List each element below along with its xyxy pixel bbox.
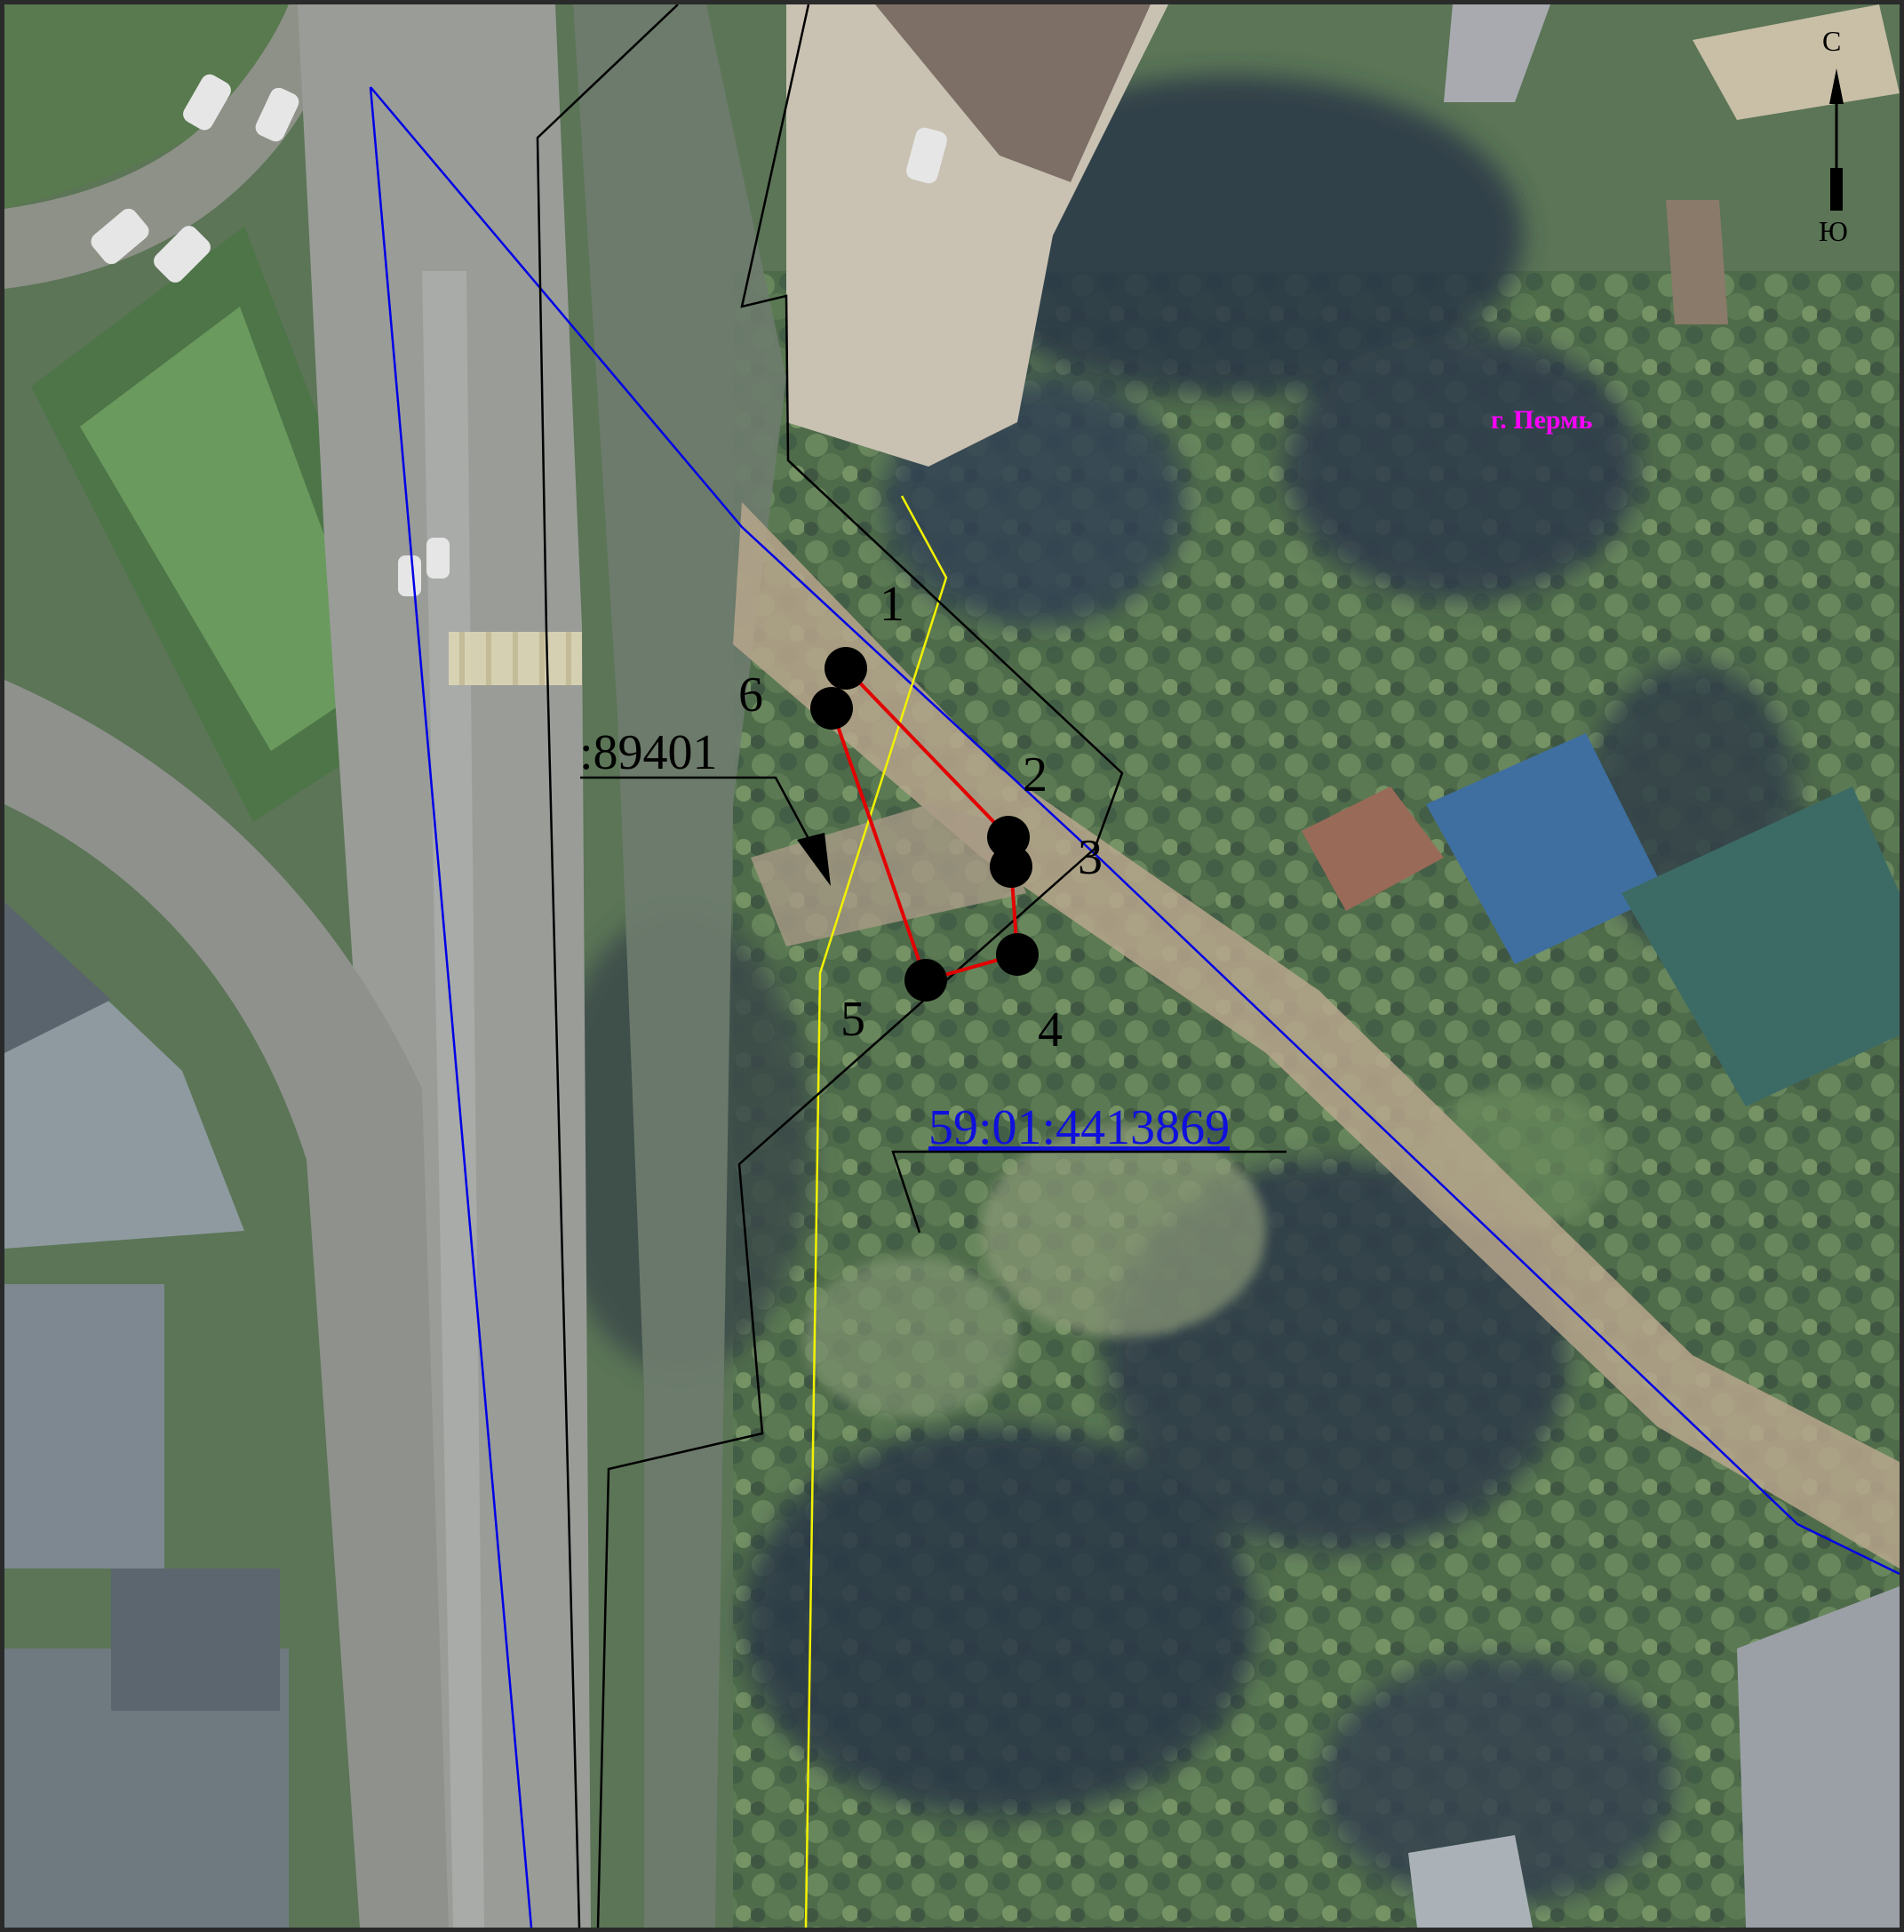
map-overlay: 1 2 3 4 5 6 :89401 59:01:4413869 г. Перм… xyxy=(369,4,1900,1928)
boundary-point-5[interactable] xyxy=(904,959,947,1002)
adjacent-parcel-boundary xyxy=(536,4,679,1928)
boundary-point-1[interactable] xyxy=(825,647,867,690)
point-label-4: 4 xyxy=(1038,1002,1063,1058)
cadastral-quarter-number: 59:01:4413869 xyxy=(928,1100,1230,1155)
point-label-1: 1 xyxy=(880,577,904,632)
compass-north-label: С xyxy=(1822,25,1841,57)
satellite-map: 1 2 3 4 5 6 :89401 59:01:4413869 г. Перм… xyxy=(4,4,1900,1928)
compass-south-label: Ю xyxy=(1819,215,1848,247)
boundary-point-3[interactable] xyxy=(990,845,1032,888)
satellite-background xyxy=(4,4,1900,1928)
adjacent-parcel-boundary-east xyxy=(596,4,1124,1928)
adjacent-parcel-callout: :89401 xyxy=(579,725,831,886)
point-label-3: 3 xyxy=(1078,830,1103,885)
cadastral-quarter-boundary-diagonal xyxy=(370,86,1900,1576)
zone-boundary-line xyxy=(804,495,948,1928)
north-arrow: С Ю xyxy=(1819,25,1848,247)
cadastral-quarter-callout: 59:01:4413869 xyxy=(891,1100,1287,1233)
boundary-point-4[interactable] xyxy=(996,933,1039,976)
point-label-2: 2 xyxy=(1023,747,1048,802)
adjacent-parcel-number: :89401 xyxy=(579,725,718,780)
cadastral-quarter-boundary xyxy=(369,86,533,1928)
boundary-points xyxy=(810,647,1039,1002)
point-label-5: 5 xyxy=(840,992,865,1047)
boundary-point-6[interactable] xyxy=(810,687,853,730)
point-label-6: 6 xyxy=(738,667,763,723)
north-arrow-icon xyxy=(1829,68,1844,104)
city-label: г. Пермь xyxy=(1491,405,1593,435)
